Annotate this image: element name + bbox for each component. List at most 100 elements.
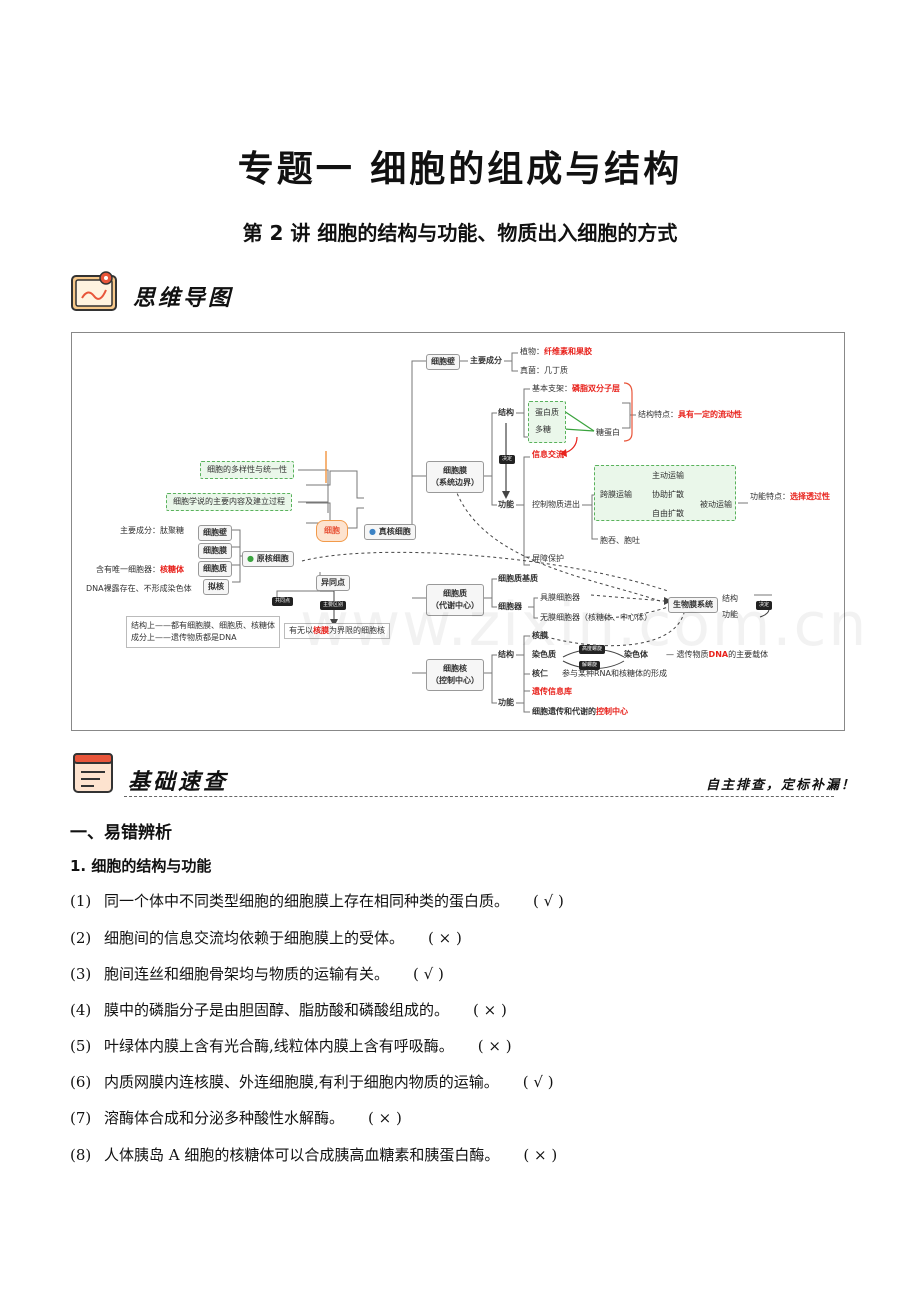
map-scroll-icon [70, 268, 120, 314]
q-answer: ( √ ) [413, 965, 444, 983]
q-text: 膜中的磷脂分子是由胆固醇、脂肪酸和磷酸组成的。 [104, 1001, 450, 1019]
q-answer: ( × ) [368, 1109, 402, 1127]
note-peptidoglycan: 主要成分：肽聚糖 [120, 526, 184, 535]
node-cell-membrane: 细胞膜 （系统边界） [426, 461, 484, 493]
membrane-sub: （系统边界） [431, 478, 479, 487]
q-num: (2) [70, 929, 92, 947]
genetic-info-lib: 遗传信息库 [532, 687, 572, 696]
tag-condense: 高度螺旋 [579, 645, 606, 654]
control-red: 控制中心 [596, 707, 628, 716]
q-text: 内质网膜内连核膜、外连细胞膜,有利于细胞内物质的运输。 [104, 1073, 499, 1091]
prok-item-wall: 细胞壁 [198, 525, 232, 541]
question-3: (3) 胞间连丝和细胞骨架均与物质的运输有关。 ( √ ) [70, 963, 444, 984]
membrane-label: 细胞膜 [443, 466, 467, 475]
func-pre: 功能特点： [750, 492, 790, 501]
transport-box [594, 465, 736, 521]
q-num: (1) [70, 892, 92, 910]
active-transport: 主动运输 [652, 471, 684, 480]
q-text: 溶酶体合成和分泌多种酸性水解酶。 [104, 1109, 345, 1127]
nucleus-structure: 结构 [498, 650, 514, 659]
question-6: (6) 内质网膜内连核膜、外连细胞膜,有利于细胞内物质的运输。 ( √ ) [70, 1071, 554, 1092]
q-num: (4) [70, 1001, 92, 1019]
membrane-decide-tag: 决定 [499, 455, 516, 464]
membrane-structure: 结构 [498, 408, 514, 417]
chrom-note-pre: 遗传物质 [676, 650, 709, 659]
question-5: (5) 叶绿体内膜上含有光合酶,线粒体内膜上含有呼吸酶。 ( × ) [70, 1035, 512, 1056]
prok-item-membrane: 细胞膜 [198, 543, 232, 559]
diff-post: 为界限的细胞核 [329, 626, 385, 635]
note-ribosome-text: 含有唯一细胞器： [96, 565, 160, 574]
nucleolus-note: 参与某种RNA和核糖体的形成 [562, 669, 668, 678]
func-red: 选择透过性 [790, 492, 830, 501]
bm-structure: 结构 [722, 594, 738, 603]
question-7: (7) 溶酶体合成和分泌多种酸性水解酶。 ( × ) [70, 1107, 402, 1128]
membrane-base: 基本支架：磷脂双分子层 [532, 385, 620, 393]
location-pin-icon: ● [369, 527, 376, 536]
question-1: (1)同一个体中不同类型细胞的细胞膜上存在相同种类的蛋白质。( √ ) [70, 890, 564, 911]
nucleus-label: 细胞核 [443, 664, 467, 673]
q-num: (5) [70, 1037, 92, 1055]
wall-plant: 植物：纤维素和果胶 [520, 348, 592, 356]
mind-map: 细胞的多样性与统一性 细胞学说的主要内容及建立过程 细胞 ● 真核细胞 ● 原核… [71, 332, 845, 731]
node-cell-wall: 细胞壁 [426, 354, 460, 370]
cytoplasm-label: 细胞质 [443, 589, 467, 598]
endocytosis: 胞吞、胞吐 [600, 536, 640, 545]
part-heading: 一、易错辨析 [70, 823, 172, 843]
q-answer: ( √ ) [522, 1073, 554, 1091]
chrom-note-red: DNA [708, 650, 729, 659]
q-text: 同一个体中不同类型细胞的细胞膜上存在相同种类的蛋白质。 [104, 892, 510, 910]
base-pre: 基本支架： [532, 384, 572, 393]
page-title: 专题一 细胞的组成与结构 [237, 149, 683, 190]
section-title-mindmap: 思维导图 [133, 286, 234, 311]
membranous-organelle: 具膜细胞器 [540, 593, 580, 602]
wall-plant-red: 纤维素和果胶 [544, 347, 592, 356]
feature-pre: 结构特点： [638, 410, 678, 419]
node-cell-theory: 细胞学说的主要内容及建立过程 [166, 493, 292, 511]
topic-heading: 1. 细胞的结构与功能 [70, 857, 212, 875]
free-diffusion: 自由扩散 [652, 509, 684, 518]
structure-feature: 结构特点：具有一定的流动性 [638, 411, 742, 419]
node-diversity-unity: 细胞的多样性与统一性 [200, 461, 294, 479]
q-num: (3) [70, 965, 92, 983]
nucleolus: 核仁 [532, 669, 548, 678]
section-slogan: 自主排查，定标补漏！ [706, 778, 857, 793]
chrom-note-post: 的主要载体 [728, 650, 769, 659]
cytoplasm-sub: （代谢中心） [431, 601, 479, 610]
q-text: 细胞间的信息交流均依赖于细胞膜上的受体。 [104, 929, 405, 947]
question-4: (4)膜中的磷脂分子是由胆固醇、脂肪酸和磷酸组成的。( × ) [70, 999, 507, 1020]
organelle: 细胞器 [498, 602, 522, 611]
glycoprotein: 糖蛋白 [596, 428, 620, 437]
same-line-structure: 结构上——都有细胞膜、细胞质、核糖体 [131, 621, 275, 630]
tag-diff: 主要区别 [320, 601, 347, 610]
same-box: 结构上——都有细胞膜、细胞质、核糖体 成分上——遗传物质都是DNA [126, 616, 280, 648]
control-center: 细胞遗传和代谢的控制中心 [532, 708, 628, 716]
note-naked-dna: DNA裸露存在、不形成染色体 [86, 584, 192, 593]
feature-red: 具有一定的流动性 [678, 410, 742, 419]
q-text: 叶绿体内膜上含有光合酶,线粒体内膜上含有呼吸酶。 [104, 1037, 454, 1055]
base-red: 磷脂双分子层 [572, 384, 620, 393]
q-answer: ( × ) [523, 1146, 558, 1164]
question-8: (8)人体胰岛 A 细胞的核糖体可以合成胰高血糖素和胰蛋白酶。( × ) [70, 1144, 557, 1165]
section-divider [124, 796, 834, 797]
info-exchange: 信息交流 [532, 450, 564, 459]
watermark: www.zixin.com.cn [300, 590, 869, 660]
barrier-protection: 屏障保护 [532, 554, 564, 563]
q-text: 胞间连丝和细胞骨架均与物质的运输有关。 [104, 965, 390, 983]
chromosome: 染色体 [624, 650, 648, 659]
q-answer: ( × ) [477, 1037, 512, 1055]
protein-label: 蛋白质 [535, 408, 559, 417]
prok-item-nucleoid: 拟核 [203, 579, 229, 595]
page-subtitle: 第 2 讲 细胞的结构与功能、物质出入细胞的方式 [242, 221, 678, 245]
section-title-basics: 基础速查 [128, 770, 229, 795]
q-num: (7) [70, 1109, 92, 1127]
q-answer: ( × ) [428, 929, 462, 947]
wall-branch: 主要成分 [470, 356, 502, 365]
control-pre: 细胞遗传和代谢的 [532, 707, 596, 716]
same-line-composition: 成分上——遗传物质都是DNA [131, 633, 237, 642]
nonmembranous-organelle: 无膜细胞器（核糖体、中心体） [540, 613, 652, 622]
wall-plant-pre: 植物： [520, 347, 544, 356]
diff-red: 核膜 [313, 626, 329, 635]
note-ribosome-red: 核糖体 [160, 565, 184, 574]
q-num: (6) [70, 1073, 92, 1091]
prok-item-cytoplasm: 细胞质 [198, 561, 232, 577]
